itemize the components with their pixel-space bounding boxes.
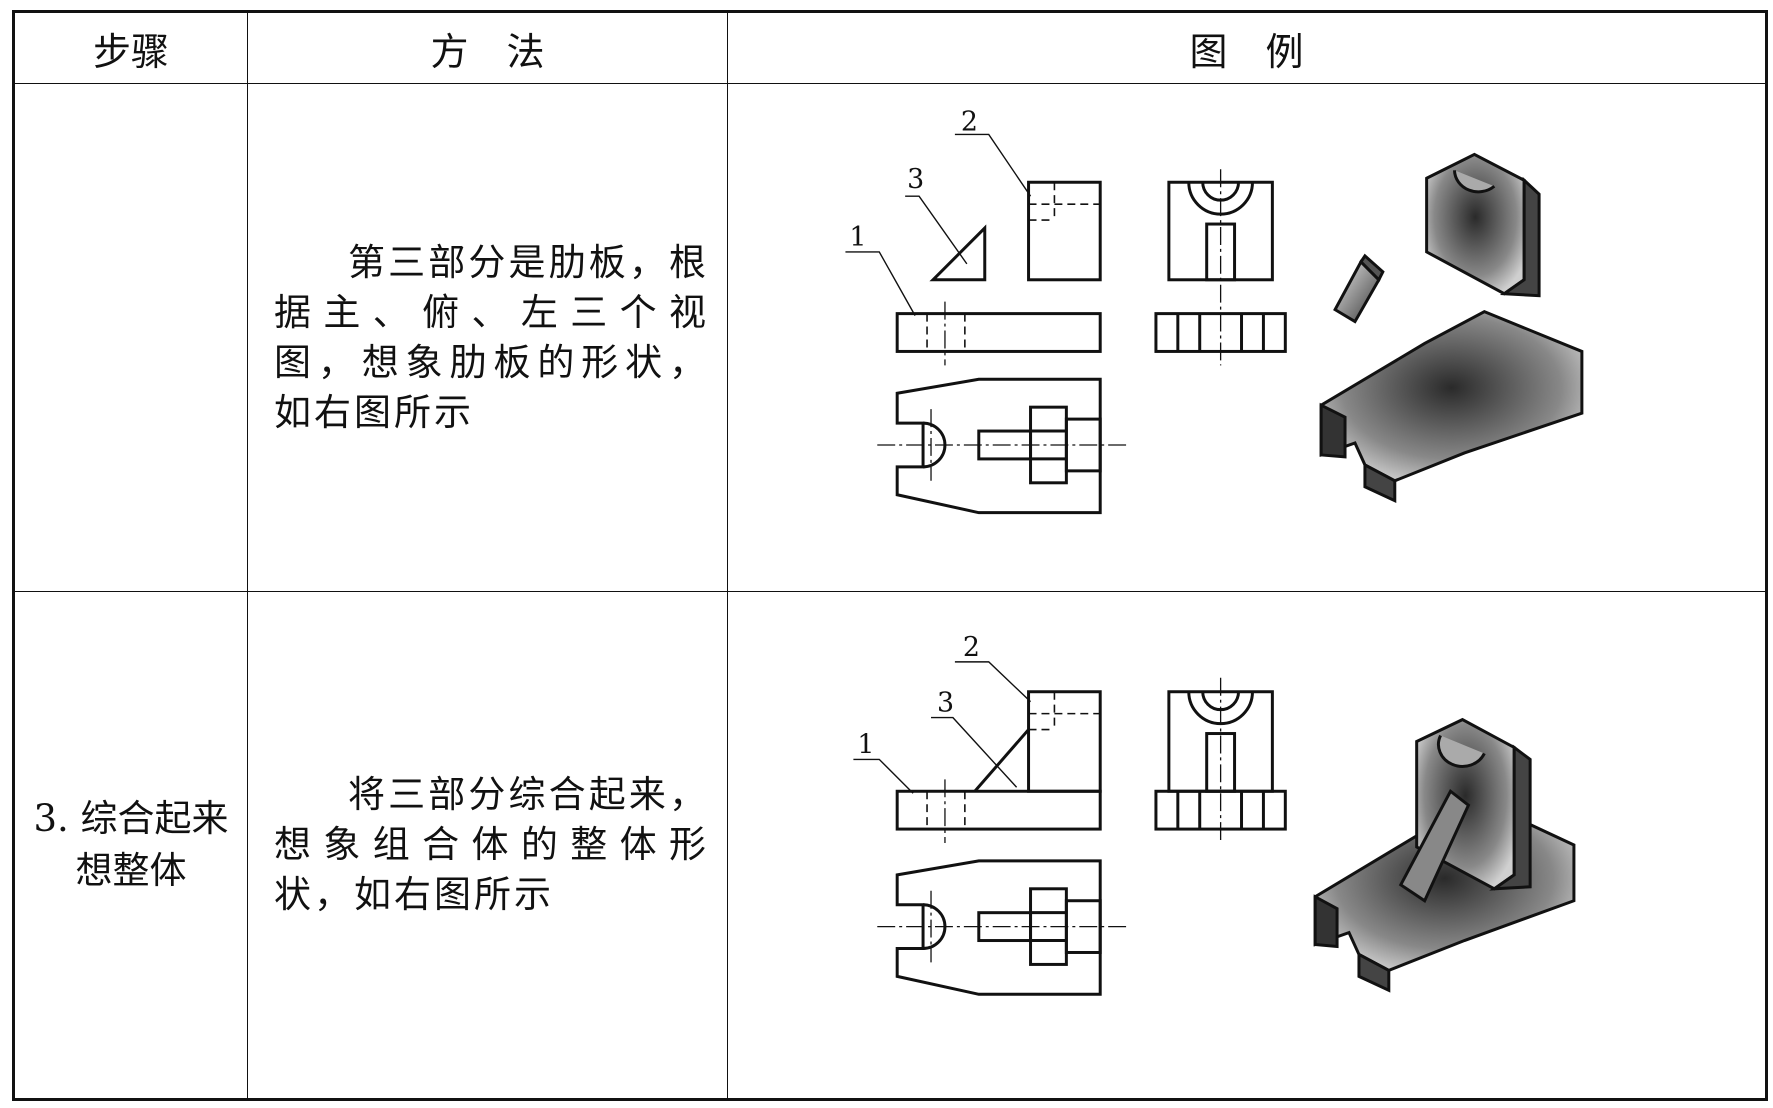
base-front-view [895,789,1102,831]
table-row-rib: 第三部分是肋板，根据主、俯、左三个视图，想象肋板的形状，如右图所示 [13,83,1767,592]
step-text: 3. 综合起来想整体 [33,797,229,892]
process-table: 步骤 方 法 图 例 第三部分是肋板，根据主、俯、左三个视图，想象肋板的形状，如… [12,10,1768,1101]
step-cell-rib [13,83,248,592]
process-table-sheet: 步骤 方 法 图 例 第三部分是肋板，根据主、俯、左三个视图，想象肋板的形状，如… [12,10,1768,1101]
combined-figure: 1 3 2 [853,632,1576,996]
label-1: 1 [849,222,866,253]
header-example: 图 例 [727,11,1767,84]
rib-triangle-view [929,224,987,282]
header-method: 方 法 [247,11,728,84]
example-cell-rib: 1 3 2 [727,83,1767,592]
header-row: 步骤 方 法 图 例 [13,11,1767,84]
step-cell-combine: 3. 综合起来想整体 [13,591,248,1100]
method-text: 第三部分是肋板，根据主、俯、左三个视图，想象肋板的形状，如右图所示 [274,240,709,434]
label-3: 3 [907,164,924,195]
label-1: 1 [857,729,874,760]
upright-front-view [1027,690,1102,793]
combined-3d-model [1313,717,1576,993]
rib-3d-pieces [1319,152,1584,504]
label-2: 2 [963,632,980,663]
base-top-view [895,377,1102,515]
header-step: 步骤 [13,11,248,84]
rib-plate-figure: 1 3 2 [845,106,1584,515]
example-cell-combine: 1 3 2 [727,591,1767,1100]
method-text: 将三部分综合起来，想象组合体的整体形状，如右图所示 [274,773,709,916]
upright-front-view [1027,180,1102,282]
base-front-view [895,312,1102,353]
table-row-combine: 3. 综合起来想整体 将三部分综合起来，想象组合体的整体形状，如右图所示 [13,591,1767,1100]
method-cell-combine: 将三部分综合起来，想象组合体的整体形状，如右图所示 [247,591,728,1100]
label-2: 2 [961,106,978,137]
label-3: 3 [937,688,954,719]
method-cell-rib: 第三部分是肋板，根据主、俯、左三个视图，想象肋板的形状，如右图所示 [247,83,728,592]
